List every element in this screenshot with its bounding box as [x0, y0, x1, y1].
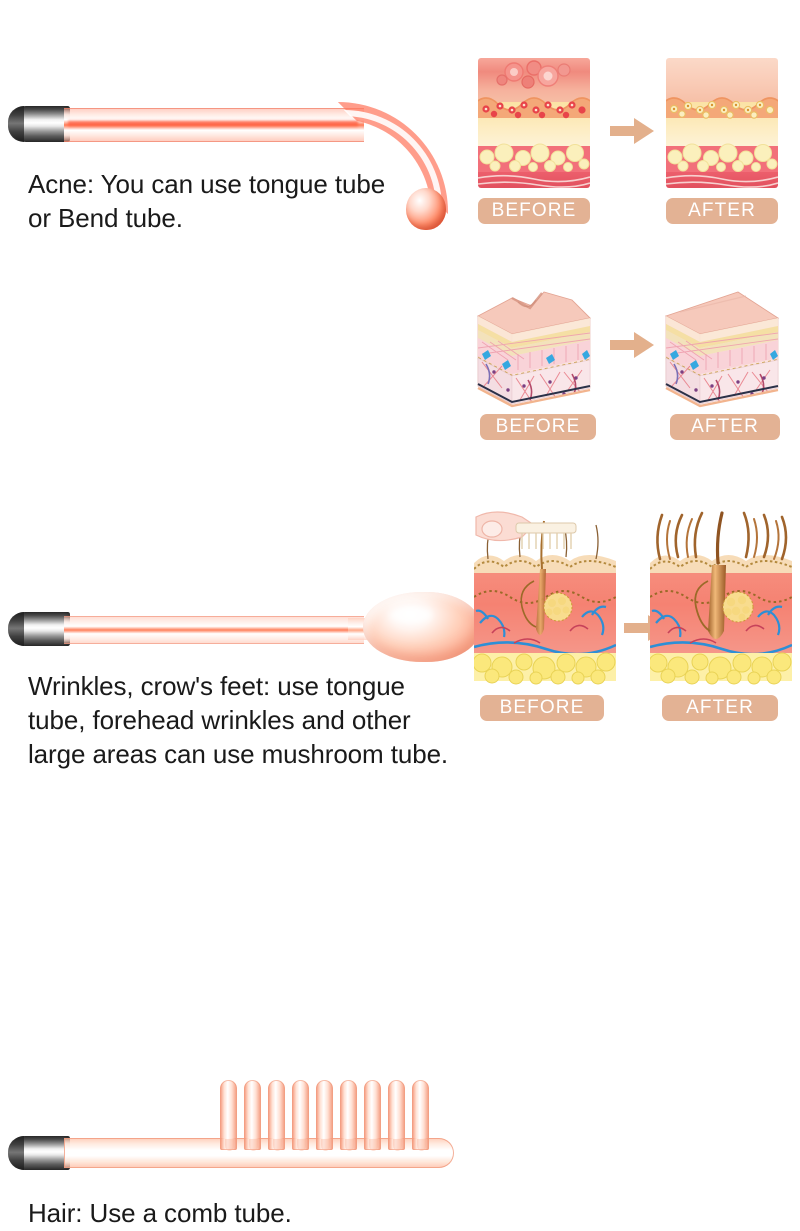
arrow-right-icon: [610, 332, 654, 358]
acne-before-after-group: BEFORE: [470, 40, 800, 260]
wrinkle-after-panel: AFTER: [660, 278, 795, 440]
tube-shaft: [64, 616, 364, 644]
comb-prong: [244, 1080, 261, 1151]
hair-before-scalp-diagram: [472, 511, 617, 685]
mushroom-tube-illustration: [8, 592, 481, 670]
wrinkle-before-after-group: BEFORE: [470, 270, 800, 500]
electrode-metal-cap-icon: [8, 612, 70, 646]
comb-tube-illustration: [8, 1080, 468, 1190]
tube-mushroom-bulb: [363, 592, 481, 662]
comb-prong: [316, 1080, 333, 1151]
tube-bend-tip-bulb: [406, 188, 446, 230]
comb-prong: [412, 1080, 429, 1151]
hair-after-panel: AFTER: [648, 511, 793, 721]
arrow-right-icon: [610, 118, 654, 144]
wrinkle-caption: Wrinkles, crow's feet: use tongue tube, …: [28, 671, 449, 769]
tube-inner-glow: [68, 119, 358, 128]
tube-bulb-highlight: [390, 606, 432, 624]
section-acne: Acne: You can use tongue tube or Bend tu…: [0, 40, 800, 260]
wrinkle-before-badge: BEFORE: [480, 414, 596, 440]
section-hair: Hair: Use a comb tube.: [0, 505, 800, 1228]
wrinkle-before-skin-diagram: [477, 291, 591, 408]
hair-after-badge: AFTER: [662, 695, 778, 721]
hair-caption: Hair: Use a comb tube.: [28, 1198, 292, 1228]
wrinkle-before-panel: BEFORE: [472, 278, 607, 440]
comb-prong: [292, 1080, 309, 1151]
hair-before-badge: BEFORE: [480, 695, 604, 721]
hair-before-after-group: BEFORE: [470, 505, 800, 755]
acne-before-skin-diagram: [478, 58, 590, 188]
electrode-metal-cap-icon: [8, 1136, 70, 1170]
infographic-page: Acne: You can use tongue tube or Bend tu…: [0, 40, 800, 1228]
comb-prong: [364, 1080, 381, 1151]
acne-before-badge: BEFORE: [478, 198, 590, 224]
comb-prong: [340, 1080, 357, 1151]
comb-prong: [388, 1080, 405, 1151]
electrode-metal-cap-icon: [8, 106, 70, 142]
acne-after-skin-diagram: [666, 58, 778, 188]
wrinkle-after-skin-diagram: [664, 291, 780, 408]
comb-prong: [220, 1080, 237, 1151]
hair-after-scalp-diagram: [648, 511, 793, 685]
bend-tube-illustration: [8, 92, 458, 230]
wrinkle-after-badge: AFTER: [670, 414, 780, 440]
section-wrinkle: Wrinkles, crow's feet: use tongue tube, …: [0, 270, 800, 769]
comb-prong: [268, 1080, 285, 1151]
hair-before-panel: BEFORE: [472, 511, 617, 721]
acne-caption: Acne: You can use tongue tube or Bend tu…: [28, 169, 386, 233]
acne-after-badge: AFTER: [666, 198, 778, 224]
